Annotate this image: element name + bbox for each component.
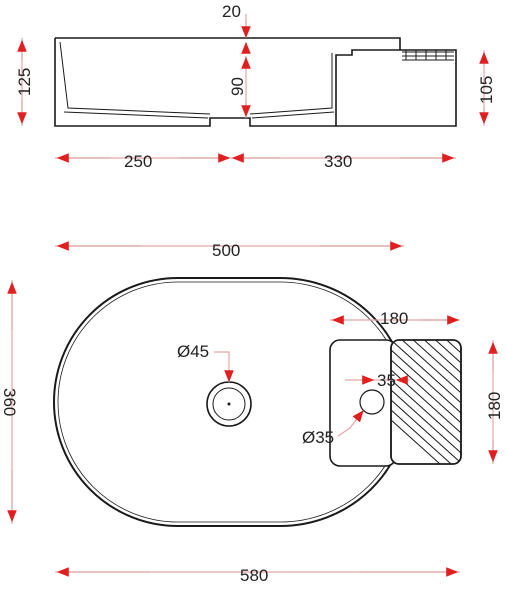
- tray-ribs: [391, 340, 461, 464]
- side-view-outline: [54, 37, 457, 127]
- dim-bottom-250: 250: [124, 152, 152, 171]
- dim-bottom-330: 330: [324, 152, 352, 171]
- tap-hole: [359, 389, 385, 415]
- dim-top-20: 20: [222, 2, 241, 21]
- dim-right-105: 105: [477, 76, 496, 104]
- dim-tap-offset-35: 35: [377, 371, 396, 390]
- basin-oval: [52, 277, 410, 527]
- dim-total-580: 580: [240, 566, 268, 585]
- dim-drain-45: Ø45: [177, 342, 209, 361]
- dim-tap-hole-35: Ø35: [302, 428, 334, 447]
- dim-tray-height-180: 180: [485, 392, 504, 420]
- top-view: 500 360 Ø45 180 35 Ø35 180 580: [0, 241, 504, 585]
- dim-inner-90: 90: [228, 77, 247, 96]
- dim-left-125: 125: [15, 68, 34, 96]
- dim-tray-width-180: 180: [380, 309, 408, 328]
- dim-height-360: 360: [0, 388, 19, 416]
- dim-width-500: 500: [212, 241, 240, 260]
- side-view: 20 125 90 105 250 330: [15, 2, 496, 171]
- side-view-bowl: [59, 41, 333, 115]
